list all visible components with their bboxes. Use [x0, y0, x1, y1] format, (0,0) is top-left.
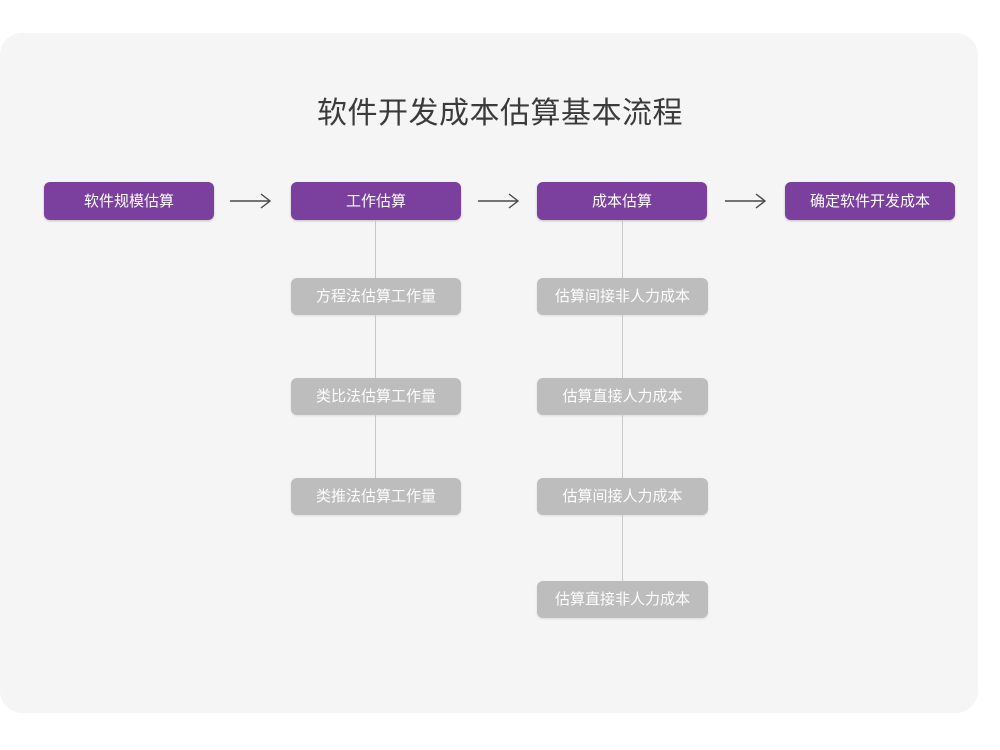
connector-cost-1 — [622, 315, 623, 378]
connector-work-1 — [375, 315, 376, 378]
branch-node-analogy-method-workload[interactable]: 类比法估算工作量 — [291, 378, 461, 415]
diagram-title: 软件开发成本估算基本流程 — [317, 97, 683, 130]
arrow-right-icon-3 — [724, 192, 770, 212]
branch-node-label: 估算直接人力成本 — [562, 388, 683, 405]
branch-node-direct-labor-cost[interactable]: 估算直接人力成本 — [537, 378, 708, 415]
flow-node-label: 确定软件开发成本 — [809, 192, 930, 210]
connector-cost-0 — [622, 220, 623, 278]
branch-node-equation-method-workload[interactable]: 方程法估算工作量 — [291, 278, 461, 315]
branch-node-label: 类推法估算工作量 — [315, 488, 436, 505]
arrow-right-icon-2 — [477, 192, 523, 212]
branch-node-label: 估算间接人力成本 — [562, 488, 683, 505]
flow-node-label: 成本估算 — [591, 192, 652, 210]
branch-node-label: 方程法估算工作量 — [315, 288, 436, 305]
connector-cost-2 — [622, 415, 623, 478]
branch-node-label: 估算直接非人力成本 — [554, 591, 690, 608]
connector-work-2 — [375, 415, 376, 478]
flow-node-label: 软件规模估算 — [83, 192, 174, 210]
diagram-card — [0, 33, 978, 713]
arrow-right-icon-1 — [229, 192, 275, 212]
flow-node-cost-estimation[interactable]: 成本估算 — [537, 182, 707, 220]
flow-node-software-scale-estimation[interactable]: 软件规模估算 — [44, 182, 214, 220]
branch-node-indirect-labor-cost[interactable]: 估算间接人力成本 — [537, 478, 708, 515]
flow-node-label: 工作估算 — [345, 192, 406, 210]
branch-node-label: 估算间接非人力成本 — [554, 288, 690, 305]
branch-node-label: 类比法估算工作量 — [315, 388, 436, 405]
flow-node-determine-development-cost[interactable]: 确定软件开发成本 — [785, 182, 955, 220]
branch-node-analogical-method-workload[interactable]: 类推法估算工作量 — [291, 478, 461, 515]
branch-node-direct-nonlabor-cost[interactable]: 估算直接非人力成本 — [537, 581, 708, 618]
connector-work-0 — [375, 220, 376, 278]
flow-node-work-estimation[interactable]: 工作估算 — [291, 182, 461, 220]
connector-cost-3 — [622, 515, 623, 581]
branch-node-indirect-nonlabor-cost[interactable]: 估算间接非人力成本 — [537, 278, 708, 315]
